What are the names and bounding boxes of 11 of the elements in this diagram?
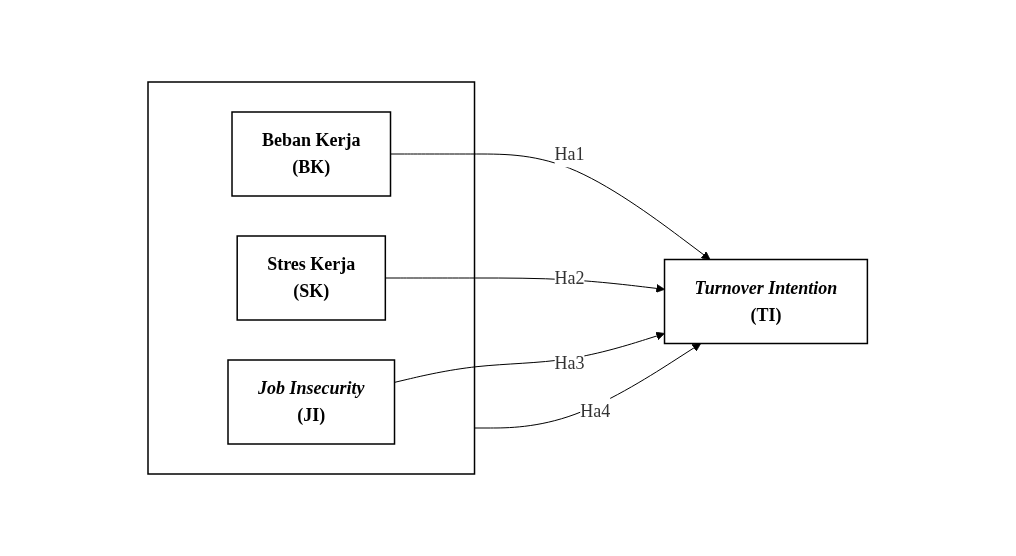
node-box: Turnover Intention (TI) — [664, 258, 869, 345]
node-box: Job Insecurity (JI) — [227, 359, 396, 445]
node-box: Stres Kerja (SK) — [236, 235, 387, 321]
edge-label: Ha1 — [554, 143, 585, 164]
cluster — [147, 81, 476, 475]
arrow — [474, 343, 702, 429]
edge-label: Ha4 — [580, 400, 611, 421]
arrow — [390, 153, 711, 260]
edge-label: Ha2 — [554, 267, 585, 288]
edge-label: Ha3 — [554, 353, 585, 373]
node-box: Beban Kerja (BK) — [231, 111, 392, 197]
